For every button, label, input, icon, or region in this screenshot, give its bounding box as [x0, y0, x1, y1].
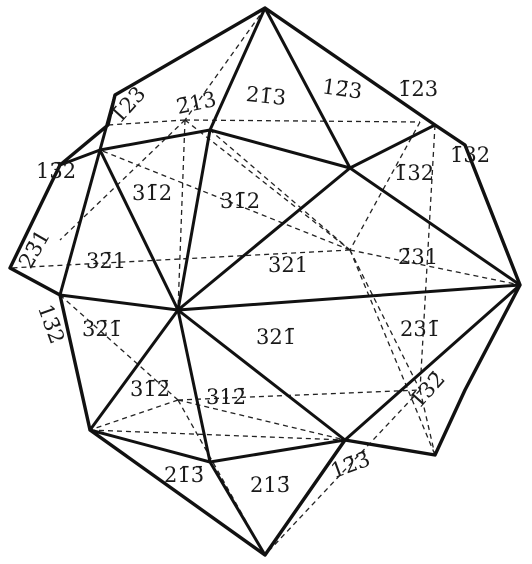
face-label: 12̄3 — [321, 74, 364, 103]
face-label: 13̄2 — [36, 159, 76, 183]
face-label: 21̄3 — [245, 82, 287, 110]
face-label: 2̄13 — [174, 87, 218, 119]
face-labels: 1̄23 2̄13 21̄3 12̄3 1̄23 13̄2 31̄2 31̄2 … — [14, 74, 490, 497]
face-label: 1̄32 — [394, 161, 434, 185]
face-label: 1̄32 — [450, 143, 490, 167]
face-label: 31̄2 — [132, 181, 172, 205]
face-label: 321̄ — [256, 325, 296, 349]
face-label: 1̄23 — [106, 82, 151, 128]
face-label: 2̄31 — [398, 245, 438, 269]
face-label: 1̄23 — [398, 77, 438, 101]
face-label: 31̄2̄ — [130, 377, 170, 401]
face-label: 32̄1 — [86, 249, 126, 273]
face-label: 12̄3̄ — [327, 447, 373, 483]
face-label: 321 — [268, 253, 308, 277]
face-label: 31̄2 — [220, 189, 260, 213]
face-label: 32̄1̄ — [82, 317, 122, 341]
face-label: 231̄ — [400, 317, 440, 341]
face-label: 213̄ — [250, 473, 290, 497]
face-label: 21̄3̄ — [164, 463, 204, 487]
hidden-edges — [9, 7, 521, 556]
face-label: 312̄ — [206, 385, 246, 409]
visible-edges — [8, 6, 522, 557]
